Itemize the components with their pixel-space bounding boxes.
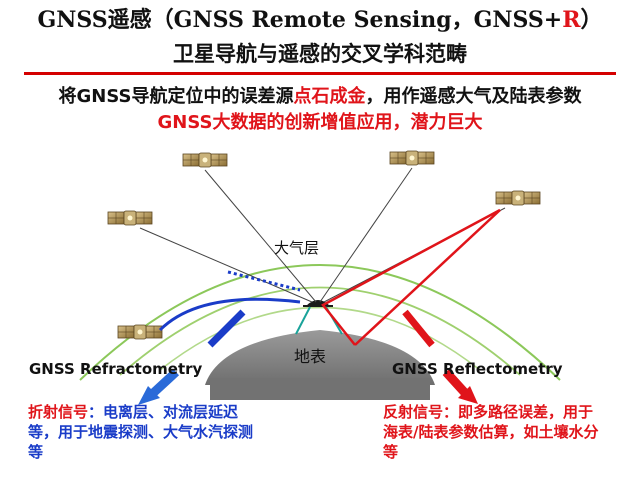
refraction-head: 折射信号 [28,403,88,421]
reflection-marker [405,312,432,345]
refractometry-title: GNSS Refractometry [29,360,202,378]
refractometry-description: 折射信号：电离层、对流层延迟等，用于地震探测、大气水汽探测等 [28,402,253,462]
satellite-icon [183,153,227,167]
reflectometry-title: GNSS Reflectometry [392,360,563,378]
satellite-icon [390,151,434,165]
satellite-icon [108,211,152,225]
reflectometry-description: 反射信号：即多路径误差，用于海表/陆表参数估算，如土壤水分等 [383,402,608,462]
satellite-icon [118,325,162,339]
refraction-dotted-path [228,272,300,290]
surface-label: 地表 [294,343,326,367]
atmosphere-label: 大气层 [274,237,319,258]
ground-base [210,378,430,400]
satellite-icon [496,191,540,205]
reflection-head: 反射信号 [383,403,443,421]
refraction-marker [210,312,243,345]
